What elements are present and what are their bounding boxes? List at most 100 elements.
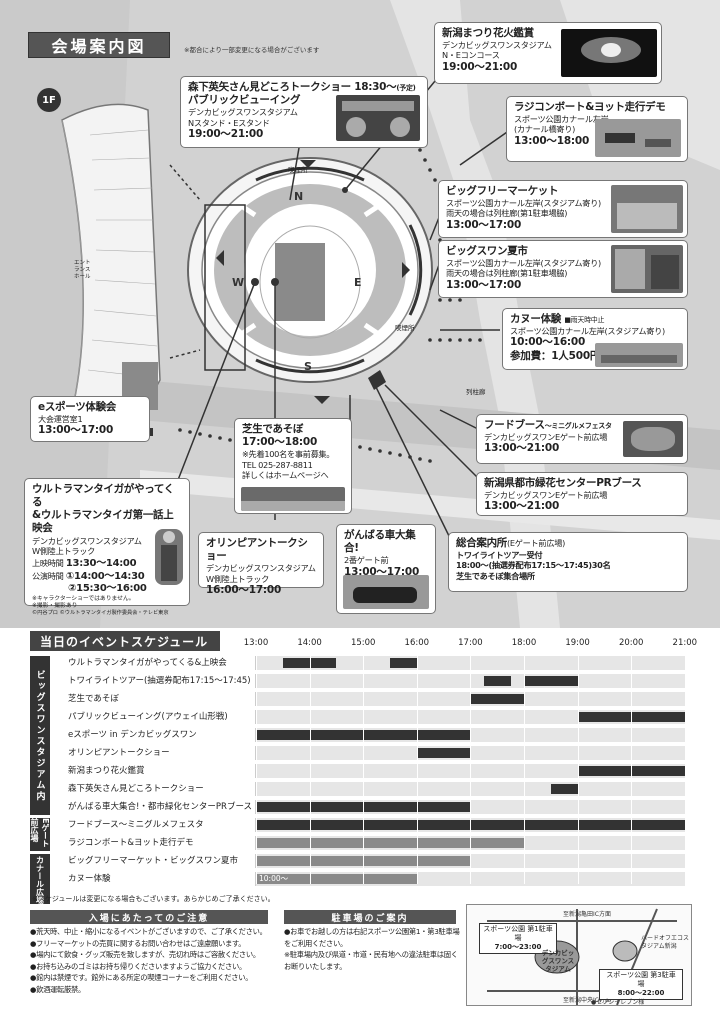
card-title: 芝生であそぼ — [242, 423, 304, 435]
schedule-row-label: パブリックビューイング(アウェイ山形戦) — [50, 710, 256, 724]
ultraman-figure — [155, 529, 183, 585]
card-time: 19:00～21:00 — [442, 60, 518, 73]
parking-list: ●お車でお越しの方は右記スポーツ公園第1・第3駐車場をご利用ください。※駐車場内… — [284, 926, 460, 972]
card-cars: がんばる車大集合! 2番ゲート前 13:00～17:00 — [336, 524, 436, 614]
schedule-row-label: 新潟まつり花火鑑賞 — [50, 764, 256, 778]
card-time: 18:30～ — [354, 81, 397, 93]
card-title: 総合案内所 — [456, 537, 507, 549]
card-place: 雨天の場合は列柱廊(第1駐車場脇) — [446, 268, 568, 279]
schedule-row: ウルトラマンタイガがやってくる&上映会 — [50, 656, 685, 672]
schedule-row: ビッグフリーマーケット・ビッグスワン夏市 — [50, 854, 685, 870]
smoking-area-label: 喫煙所 — [395, 324, 415, 332]
card-title: フードブース — [484, 419, 545, 431]
card-subtitle: ～ミニグルメフェスタ — [544, 422, 612, 430]
hour-gridline — [524, 650, 525, 884]
card-label: 公演時間 — [32, 570, 64, 581]
card-time: 13:00～17:00 — [446, 218, 522, 231]
card-title: 新潟まつり花火鑑賞 — [442, 27, 534, 39]
schedule-row: がんばる車大集合!・都市緑化センターPRブース — [50, 800, 685, 816]
card-shiba: 芝生であそぼ 17:00～18:00 ※先着100名を事前募集。 TEL 025… — [234, 418, 352, 514]
card-title: がんばる車大集合! — [344, 529, 416, 555]
card-title: eスポーツ体験会 — [38, 401, 117, 413]
card-summer-market: ビッグスワン夏市 スポーツ公園カナール左岸(スタジアム寄り) 雨天の場合は列柱廊… — [438, 240, 688, 298]
card-title-row: 森下英矢さん見どころトークショー 18:30～(予定) — [188, 81, 420, 94]
compass-n: N — [294, 190, 304, 203]
card-place: デンカビッグスワンEゲート前広場 — [484, 432, 608, 443]
card-time: 17:00～18:00 — [242, 436, 318, 449]
card-time: ①14:00～14:30 — [65, 570, 145, 582]
card-time: 13:00～21:00 — [484, 500, 560, 513]
card-title: カヌー体験 — [510, 313, 561, 325]
hour-label: 16:00 — [404, 638, 430, 648]
card-tel: TEL 025-287-8811 — [242, 459, 313, 470]
card-place: (カナール橋寄り) — [514, 124, 576, 135]
card-title: ビッグフリーマーケット — [446, 185, 559, 197]
field-photo — [241, 487, 345, 511]
colonnade-label: 列柱廊 — [466, 388, 486, 396]
hour-label: 20:00 — [618, 638, 644, 648]
card-place: スポーツ公園カナール左岸 — [514, 114, 609, 125]
card-title: ウルトラマンタイガがやってくる — [32, 483, 174, 509]
card-line: 18:00～(抽選券配布17:15～17:45)30名 — [456, 560, 611, 571]
bottom-info: 入場にあたってのご注意 ●荒天時、中止・縮小になるイベントがございますので、ご了… — [0, 904, 720, 1009]
match-photo — [336, 95, 420, 141]
card-olympian-talk: オリンピアントークショー デンカビッグスワンスタジアム W側陸上トラック 16:… — [198, 532, 324, 596]
hour-label: 17:00 — [458, 638, 483, 648]
hour-label: 13:00 — [243, 638, 269, 648]
card-flea-market: ビッグフリーマーケット スポーツ公園カナール左岸(スタジアム寄り) 雨天の場合は… — [438, 180, 688, 238]
card-place: W側陸上トラック — [32, 545, 96, 556]
schedule-row-label: 森下英矢さん見どころトークショー — [50, 782, 256, 796]
card-title: オリンピアントークショー — [206, 537, 308, 563]
card-note: ■雨天時中止 — [564, 316, 605, 324]
bullet-item: ●お車でお越しの方は右記スポーツ公園第1・第3駐車場をご利用ください。 — [284, 927, 460, 948]
card-note: ※撮影・撮影あり — [32, 602, 78, 609]
hour-label: 18:00 — [511, 638, 537, 648]
card-food-booth: フードブース～ミニグルメフェスタ デンカビッグスワンEゲート前広場 13:00～… — [476, 414, 688, 464]
parking-1-hours: 7:00～23:00 — [494, 943, 542, 951]
card-place: 2番ゲート前 — [344, 555, 389, 566]
hour-gridline — [309, 650, 311, 884]
bullet-item: ●飲酒運転厳禁。 — [30, 984, 86, 994]
schedule-row-label: ウルトラマンタイガがやってくる&上映会 — [50, 656, 256, 670]
compass-s: S — [304, 360, 312, 373]
card-label: 上映時間 — [32, 558, 64, 568]
attention-list: ●荒天時、中止・縮小になるイベントがございますので、ご了承ください。●フリーマー… — [30, 926, 280, 995]
card-place: デンカビッグスワンEゲート前広場 — [484, 490, 608, 501]
card-time: 13:00～18:00 — [514, 134, 590, 147]
parking-3-label: スポーツ公園 第3駐車場 — [606, 971, 676, 988]
schedule-bar-text: 10:00～ — [259, 874, 289, 883]
hour-gridline — [470, 650, 472, 884]
hour-label: 14:00 — [297, 638, 322, 648]
hour-gridline — [363, 650, 365, 884]
stadium-label: デンカビッグスワンスタジアム — [541, 949, 575, 973]
card-title: ラジコンボート&ヨット走行デモ — [514, 101, 666, 113]
schedule-row-label: 芝生であそぼ — [50, 692, 256, 706]
card-time: 13:00～17:00 — [446, 278, 522, 291]
schedule-footnote: ※スケジュールは変更になる場合もございます。あらかじめご了承ください。 — [32, 895, 275, 903]
hour-gridline — [631, 650, 633, 884]
schedule-row-label: がんばる車大集合!・都市緑化センターPRブース — [50, 800, 256, 814]
schedule-row: 新潟まつり花火鑑賞 — [50, 764, 685, 780]
card-place: スポーツ公園カナール左岸(スタジアム寄り) — [510, 326, 665, 337]
parking-minimap: 至新潟亀田IC方面 至新潟中央IC方面 スポーツ公園 第1駐車場 7:00～23… — [466, 904, 692, 1006]
schedule-row: ラジコンボート&ヨット走行デモ — [50, 836, 685, 852]
card-morishita: 森下英矢さん見どころトークショー 18:30～(予定) パブリックビューイング … — [180, 76, 428, 148]
schedule-bar: 10:00～ — [256, 874, 417, 884]
parking-1-label: スポーツ公園 第1駐車場 — [483, 925, 553, 942]
hour-gridline — [577, 650, 579, 884]
card-note: ※キャラクターショーではありません。 — [32, 595, 135, 602]
compass-w: W — [232, 276, 245, 289]
hour-label: 21:00 — [672, 638, 698, 648]
card-time: ②15:30～16:00 — [68, 583, 147, 594]
card-place: スポーツ公園カナール左岸(スタジアム寄り) — [446, 198, 601, 209]
flea-photo — [611, 185, 683, 233]
schedule-row-label: オリンピアントークショー — [50, 746, 256, 760]
card-credit: ©円谷プロ ©ウルトラマンタイガ製作委員会・テレビ東京 — [32, 609, 169, 616]
show-row: 公演時間 ①14:00～14:30 — [32, 571, 182, 584]
bullet-item: ●館内は禁煙です。館外にある所定の喫煙コーナーをご利用ください。 — [30, 973, 253, 982]
hour-label: 15:00 — [350, 638, 376, 648]
card-place: スポーツ公園カナール左岸(スタジアム寄り) — [446, 258, 601, 269]
card-hanabi: 新潟まつり花火鑑賞 デンカビッグスワンスタジアム N・Eコンコース 19:00～… — [434, 22, 662, 84]
fireworks-photo — [561, 29, 657, 77]
